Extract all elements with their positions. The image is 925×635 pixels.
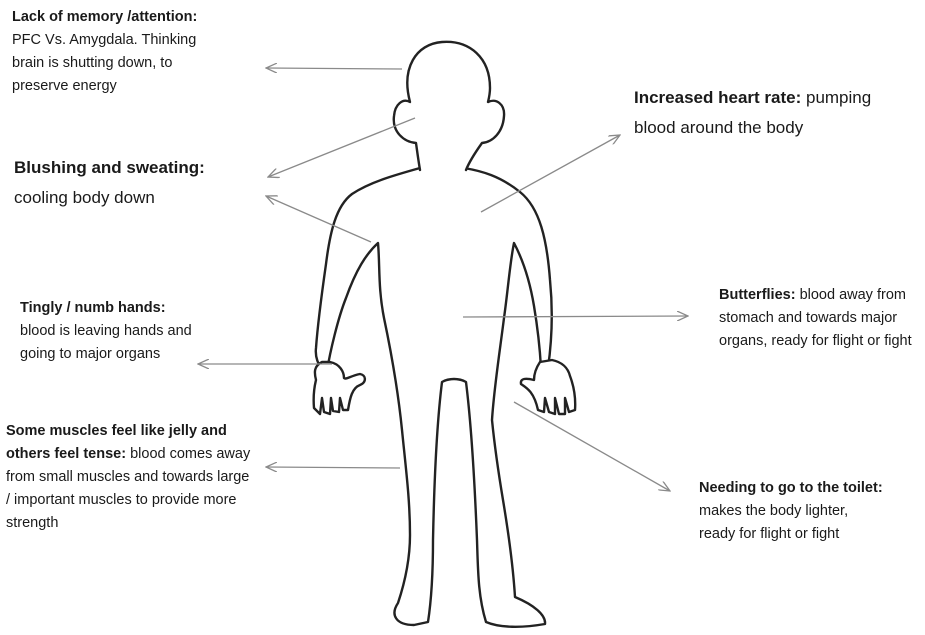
arrow-heart bbox=[481, 135, 620, 212]
label-toilet: Needing to go to the toilet: makes the b… bbox=[699, 477, 924, 546]
label-butterflies: Butterflies: blood away from stomach and… bbox=[719, 284, 919, 353]
label-blushing: Blushing and sweating: cooling body down bbox=[14, 153, 264, 213]
arrow-blushing bbox=[268, 118, 415, 177]
label-memory: Lack of memory /attention: PFC Vs. Amygd… bbox=[12, 6, 267, 98]
arrow-muscles bbox=[266, 467, 400, 468]
label-muscles: Some muscles feel like jelly and others … bbox=[6, 420, 254, 535]
child-silhouette-icon bbox=[314, 42, 576, 627]
label-memory-title: Lack of memory /attention: bbox=[12, 9, 197, 25]
label-heart-title: Increased heart rate: bbox=[634, 88, 801, 107]
head-outline bbox=[394, 42, 504, 170]
label-butterflies-title: Butterflies: bbox=[719, 287, 796, 303]
left-hand-outline bbox=[314, 362, 365, 414]
label-toilet-title: Needing to go to the toilet: bbox=[699, 480, 883, 496]
label-toilet-body: makes the body lighter, ready for flight… bbox=[699, 500, 879, 546]
label-hands-body: blood is leaving hands and going to majo… bbox=[20, 320, 200, 366]
right-hand-outline bbox=[521, 360, 575, 414]
label-blushing-title: Blushing and sweating: bbox=[14, 158, 205, 177]
arrow-memory bbox=[266, 68, 402, 69]
arrow-toilet bbox=[514, 402, 670, 491]
label-hands-title: Tingly / numb hands: bbox=[20, 300, 166, 316]
label-heart: Increased heart rate: pumping blood arou… bbox=[634, 83, 914, 143]
label-blushing-body: cooling body down bbox=[14, 188, 155, 207]
label-memory-body: PFC Vs. Amygdala. Thinking brain is shut… bbox=[12, 29, 227, 98]
label-hands: Tingly / numb hands: blood is leaving ha… bbox=[20, 297, 260, 366]
